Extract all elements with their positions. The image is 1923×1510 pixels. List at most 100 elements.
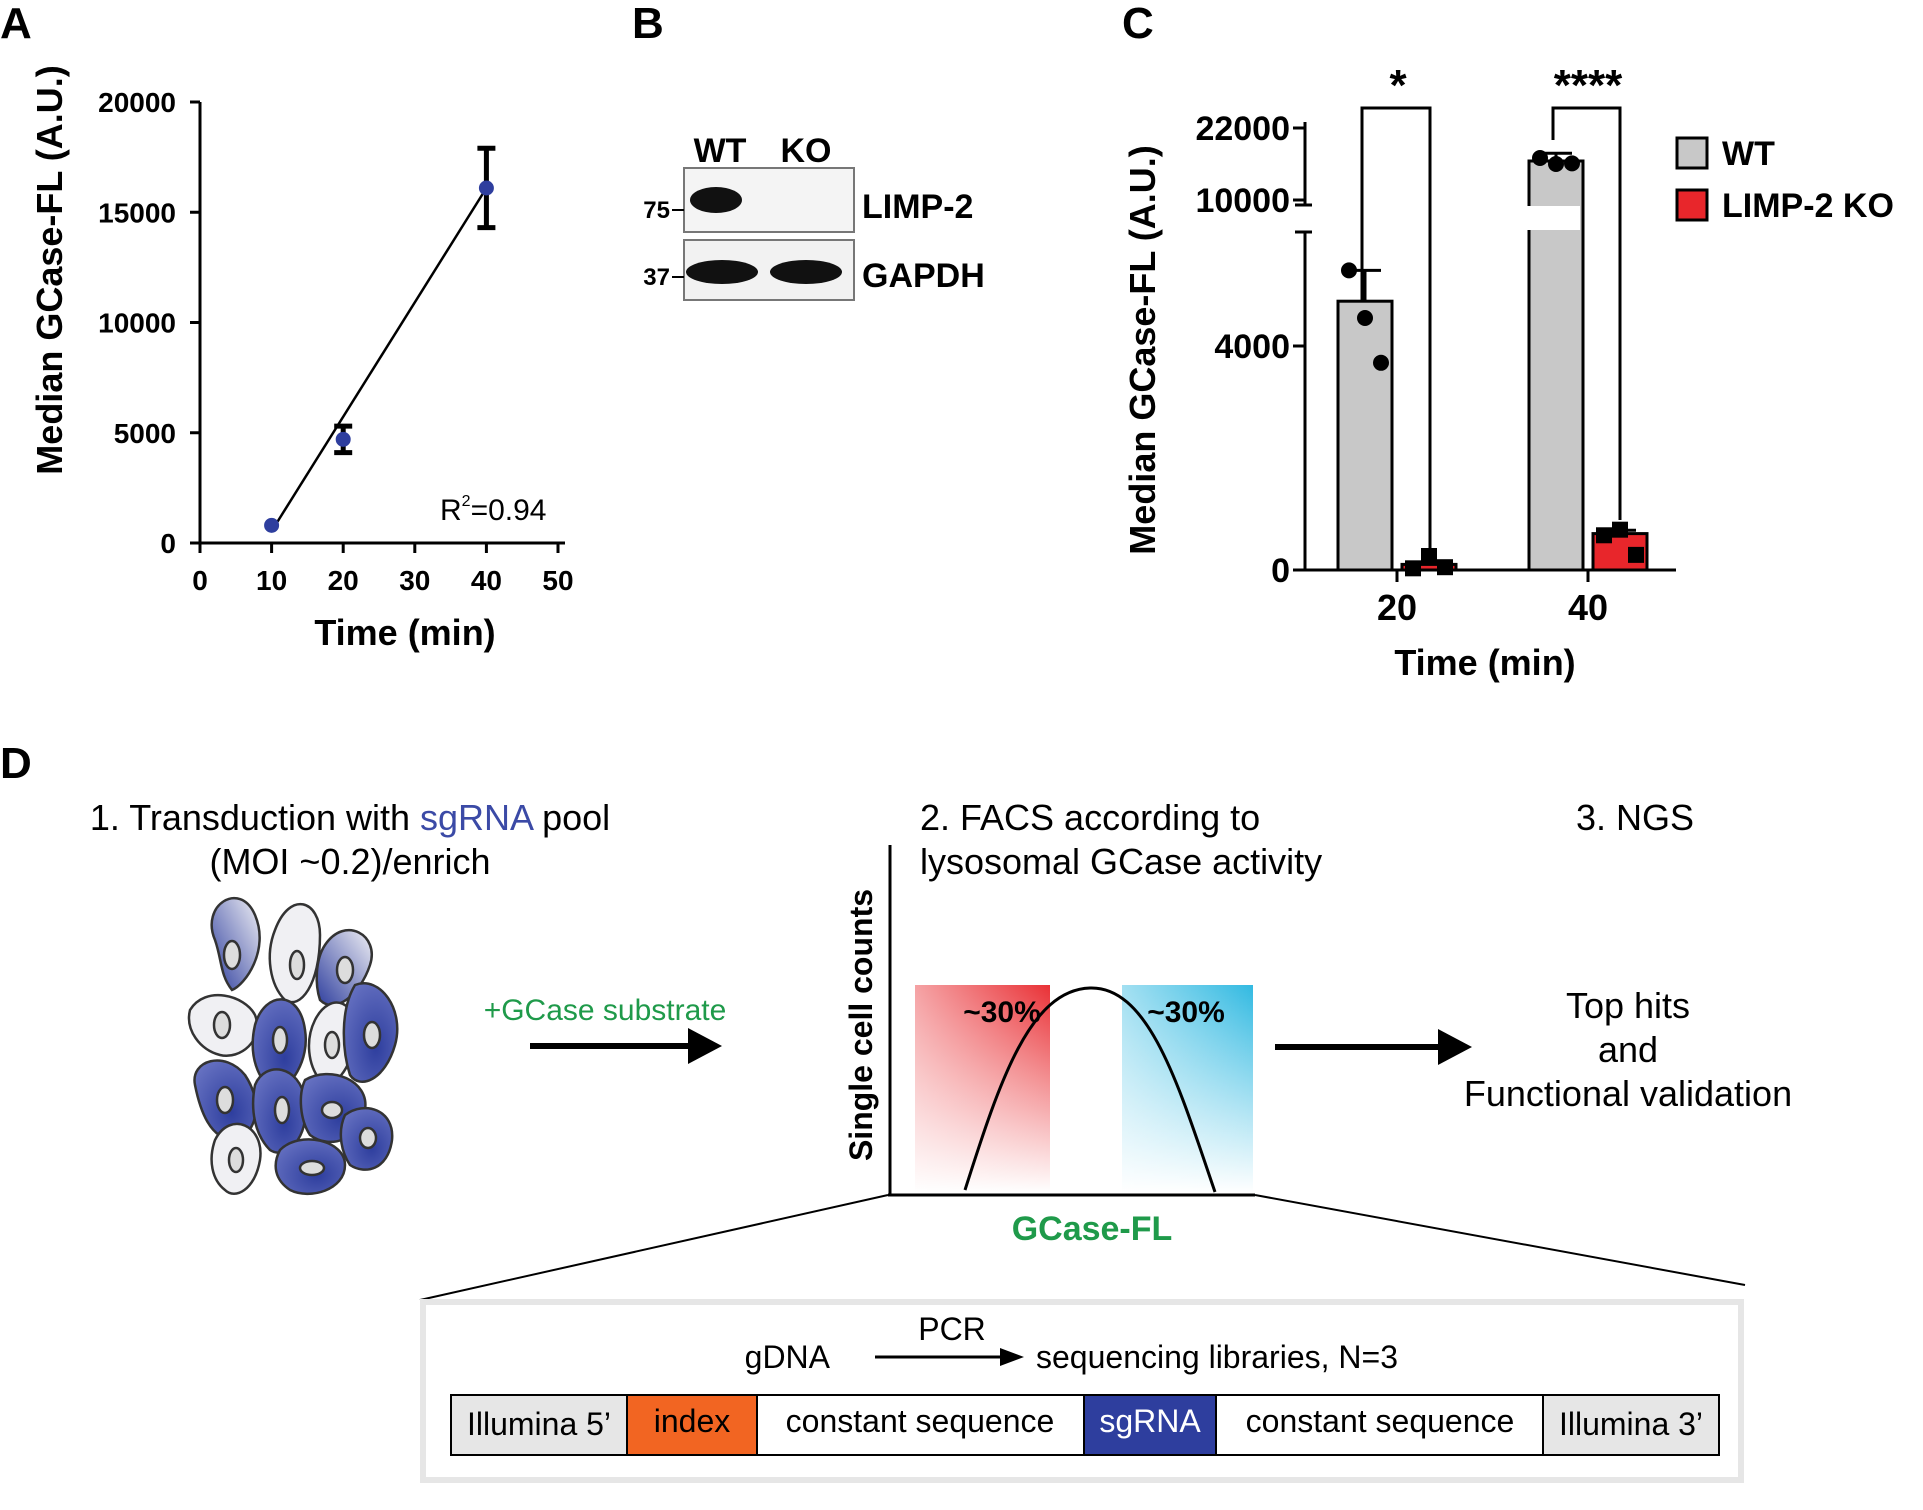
sig-label-20: *	[1389, 61, 1407, 110]
zoom-line-left	[419, 1194, 889, 1301]
panel-a-ylabel: Median GCase-FL (A.U.)	[29, 65, 70, 474]
panel-c-ytick-label: 10000	[1195, 182, 1290, 220]
construct-illumina-5	[450, 1394, 628, 1456]
marker-75: 75	[643, 197, 670, 224]
panel-a-ytick-label: 0	[160, 528, 176, 559]
protein-label-limp2: LIMP-2	[862, 188, 973, 226]
facs-histogram: Single cell counts ~30% ~30% GCase-FL	[843, 845, 1255, 1248]
lane-label-ko: KO	[781, 132, 832, 170]
lane-label-wt: WT	[694, 132, 747, 170]
bar-wt	[1336, 299, 1394, 572]
result-line2: and	[1598, 1029, 1658, 1070]
result-line1: Top hits	[1566, 985, 1690, 1026]
panel-d: D 1. Transduction with sgRNA pool (MOI ~…	[0, 739, 1792, 1483]
panel-c-point-wt	[1532, 150, 1548, 166]
gdna-label: gDNA	[745, 1339, 831, 1375]
construct-illumina-3	[1542, 1394, 1720, 1456]
libraries-label: sequencing libraries, N=3	[1036, 1339, 1398, 1375]
panel-c-xtick-label: 40	[1568, 587, 1608, 628]
construct-constant-1-label: constant sequence	[786, 1403, 1055, 1439]
construct-constant-1	[756, 1394, 1085, 1456]
panel-c-point-wt	[1357, 310, 1373, 326]
step2-line1: 2. FACS according to	[920, 797, 1260, 838]
blot-band-gapdh-wt	[686, 260, 758, 284]
panel-a-xtick-label: 50	[542, 565, 573, 596]
r-squared-label: R2=0.94	[440, 493, 547, 527]
gate-low-label: ~30%	[963, 996, 1041, 1029]
panel-c-point-wt	[1548, 156, 1564, 172]
construct-constant-2-label: constant sequence	[1246, 1403, 1515, 1439]
marker-37: 37	[643, 264, 670, 291]
construct-index	[626, 1394, 758, 1456]
panel-letter-b: B	[632, 0, 664, 48]
pcr-label: PCR	[918, 1311, 986, 1347]
panel-c-xlabel: Time (min)	[1394, 642, 1575, 683]
panel-a-ytick-label: 10000	[98, 308, 176, 339]
panel-a-fit-line	[274, 187, 488, 527]
panel-a-ytick-label: 5000	[114, 418, 176, 449]
step1-line2: (MOI ~0.2)/enrich	[209, 841, 490, 882]
legend-label-ko: LIMP-2 KO	[1722, 187, 1894, 225]
sig-bracket-20	[1360, 106, 1432, 556]
panel-c-yticks: 0 4000 10000 22000	[1195, 110, 1305, 590]
panel-b: B WT KO 75 37 LIMP-2 GAPDH	[632, 0, 985, 301]
step2-line2: lysosomal GCase activity	[920, 841, 1322, 882]
panel-a-xtick-label: 10	[256, 565, 287, 596]
results-arrow-head	[1438, 1029, 1472, 1065]
panel-c-point-ko	[1405, 560, 1421, 577]
sgrna-construct: Illumina 5’ index constant sequence sgRN…	[450, 1394, 1720, 1456]
panel-c-point-wt	[1564, 155, 1580, 172]
panel-c-ylabel: Median GCase-FL (A.U.)	[1122, 145, 1163, 554]
panel-c-point-ko	[1596, 527, 1612, 544]
panel-c-point-ko	[1612, 521, 1628, 538]
panel-letter-d: D	[0, 739, 32, 788]
substrate-label: +GCase substrate	[484, 994, 727, 1027]
panel-a-xtick-label: 30	[399, 565, 430, 596]
panel-a-marks	[264, 145, 496, 533]
panel-a-ytick-label: 15000	[98, 197, 176, 228]
blot-band-limp2-wt	[690, 187, 742, 213]
panel-c-ytick-label: 4000	[1214, 328, 1290, 366]
panel-a-data-point	[264, 517, 280, 533]
panel-a-data-point	[335, 431, 351, 447]
construct-constant-2	[1215, 1394, 1544, 1456]
panel-c-xtick-label: 20	[1377, 587, 1417, 628]
construct-index-label: index	[654, 1403, 731, 1439]
construct-sgrna	[1083, 1394, 1217, 1456]
panel-a-data-point	[478, 180, 494, 196]
panel-c: C Median GCase-FL (A.U.) 0 4000 10000 22000…	[1122, 0, 1894, 683]
facs-ylabel: Single cell counts	[843, 889, 879, 1161]
panel-c-ytick-label: 0	[1271, 552, 1290, 590]
panel-a-xtick-label: 40	[471, 565, 502, 596]
panel-c-marks	[1336, 150, 1649, 577]
panel-letter-a: A	[0, 0, 32, 48]
construct-illumina-5-label: Illumina 5’	[467, 1406, 611, 1442]
bar-break-gap	[1520, 206, 1580, 230]
panel-a-xtick-label: 20	[328, 565, 359, 596]
panel-a-xticks: 0 10 20 30 40 50	[192, 543, 574, 596]
facs-xlabel: GCase-FL	[1012, 1210, 1173, 1248]
construct-illumina-3-label: Illumina 3’	[1559, 1406, 1703, 1442]
substrate-arrow-head	[688, 1028, 722, 1064]
zoom-line-right	[1254, 1194, 1746, 1286]
sig-bracket-40	[1551, 106, 1622, 520]
panel-c-point-wt	[1341, 262, 1357, 279]
panel-c-point-wt	[1373, 354, 1389, 371]
panel-letter-c: C	[1122, 0, 1154, 48]
step3-label: 3. NGS	[1576, 797, 1694, 838]
legend-swatch-wt	[1675, 136, 1709, 170]
blot-band-gapdh-ko	[770, 260, 842, 284]
legend-swatch-ko	[1675, 188, 1709, 222]
step1-line1: 1. Transduction with sgRNA pool	[90, 797, 610, 838]
panel-a-xtick-label: 0	[192, 565, 208, 596]
gate-high-label: ~30%	[1147, 996, 1225, 1029]
panel-a: A Median GCase-FL (A.U.) 0 5000 10000 15000…	[0, 0, 574, 653]
pcr-arrow-head	[1000, 1348, 1024, 1366]
panel-c-ytick-label: 22000	[1195, 110, 1290, 148]
panel-c-point-ko	[1437, 559, 1453, 576]
facs-distribution-curve	[963, 986, 1217, 1193]
cell-cluster-illustration	[187, 896, 399, 1195]
